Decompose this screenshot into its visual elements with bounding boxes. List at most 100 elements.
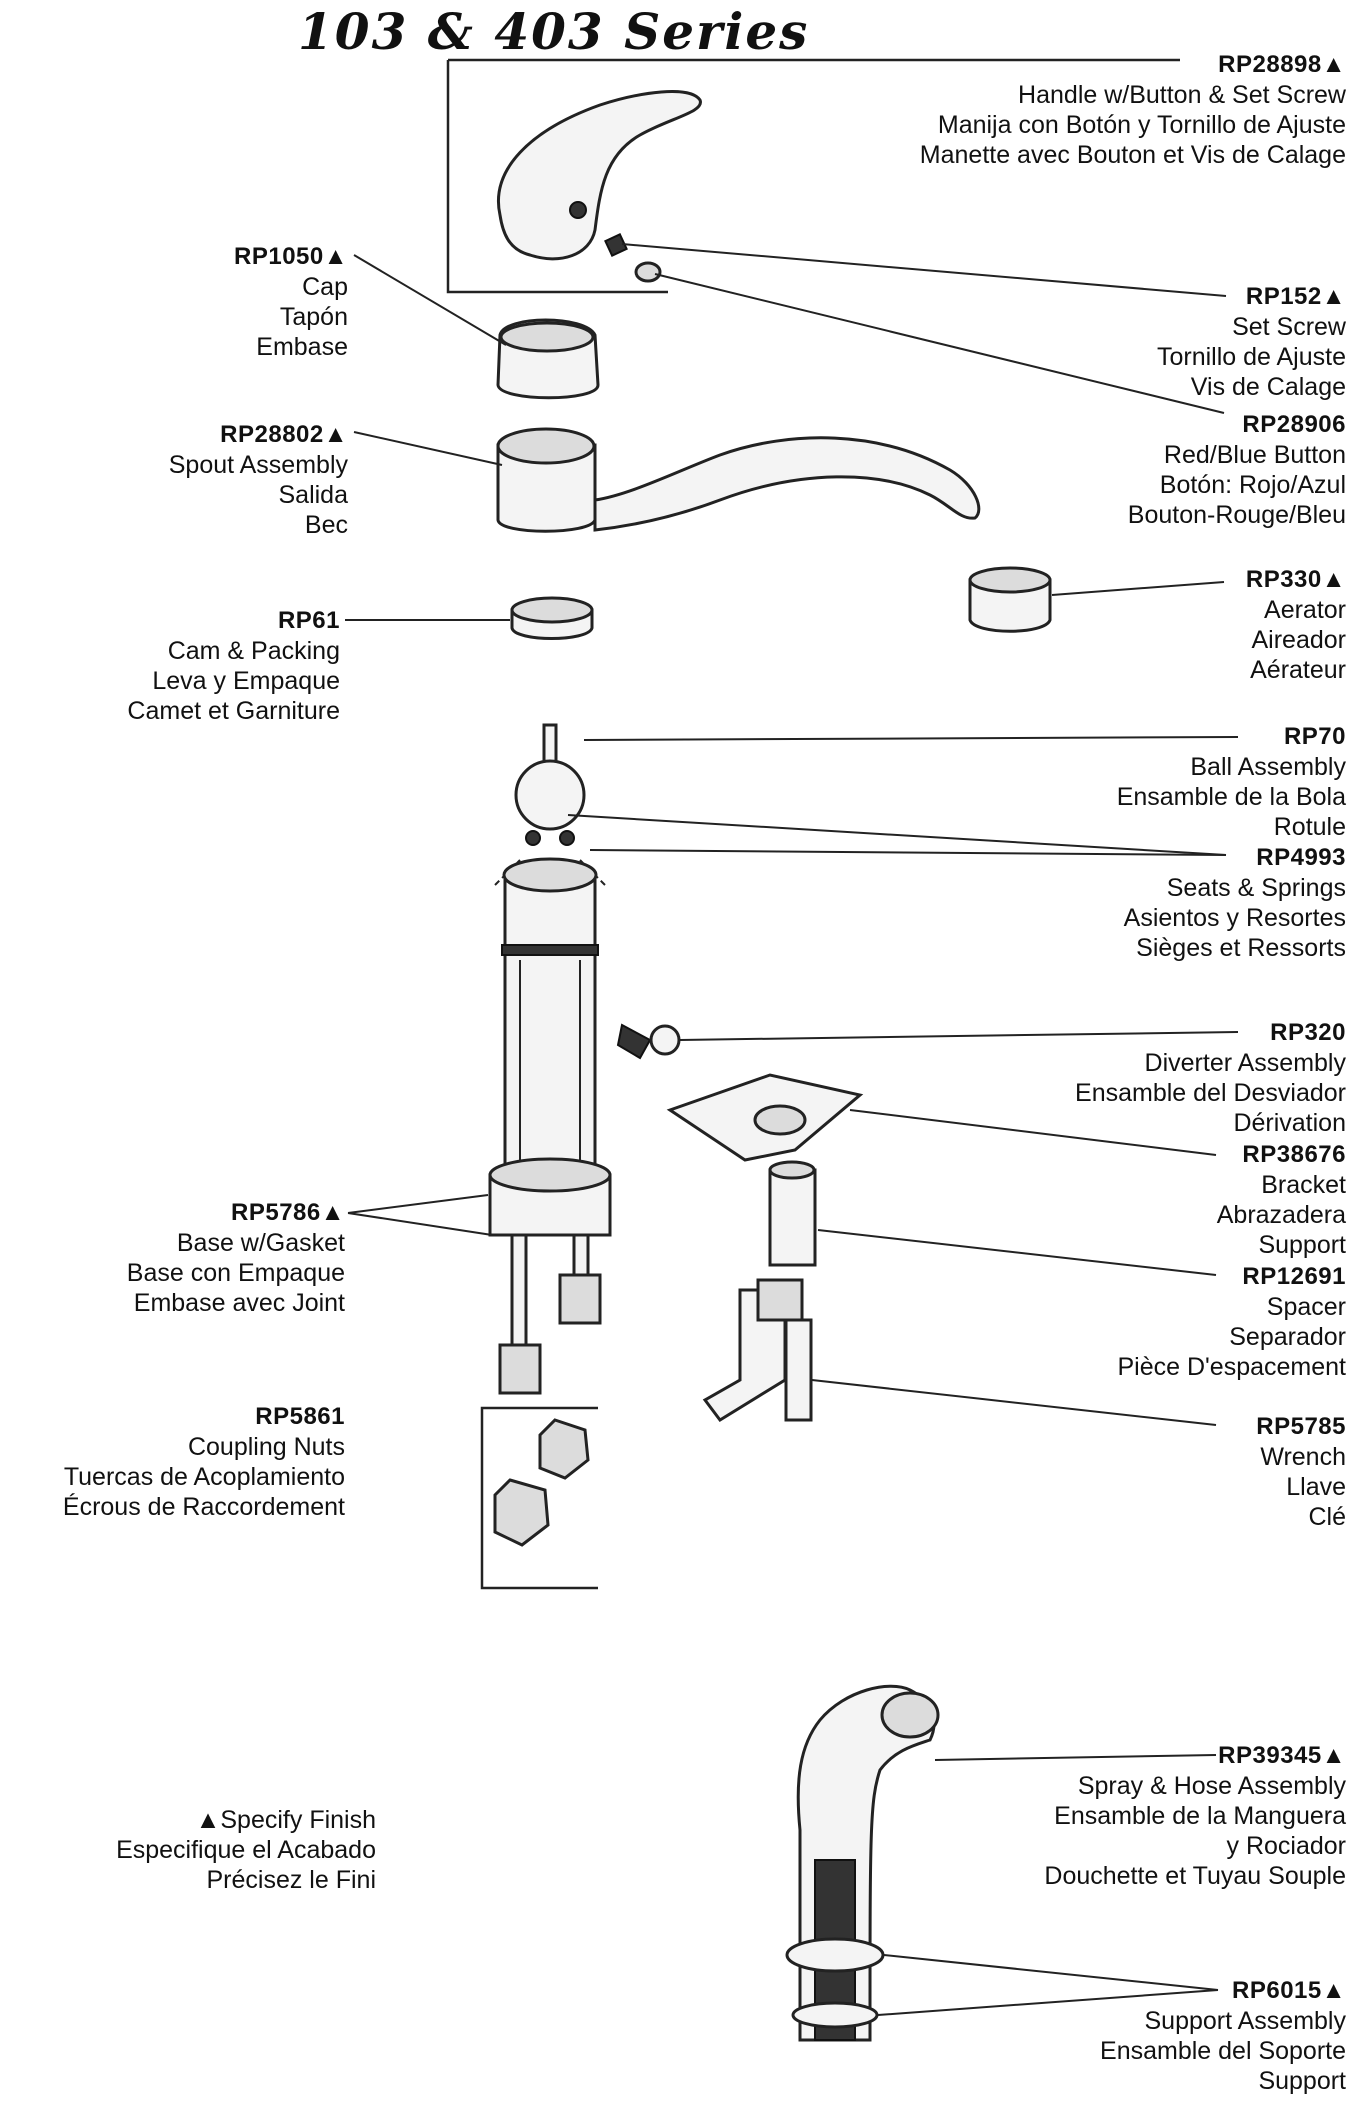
part-desc: Aireador xyxy=(1251,626,1347,654)
lead-rp5786-b xyxy=(347,1212,493,1236)
callout-rp1050: RP1050▲ Cap Tapón Embase xyxy=(234,242,348,362)
page-title: 103 & 403 Series xyxy=(298,2,810,61)
seat-right xyxy=(559,830,575,846)
tube-fitting-right xyxy=(558,1273,602,1325)
note-line: Précisez le Fini xyxy=(206,1866,377,1894)
part-desc: Seats & Springs xyxy=(1166,874,1346,902)
part-code: RP5785 xyxy=(1256,1413,1346,1440)
callout-rp28802: RP28802▲ Spout Assembly Salida Bec xyxy=(169,420,348,540)
part-desc: Botón: Rojo/Azul xyxy=(1159,471,1346,499)
part-code: RP12691 xyxy=(1242,1263,1346,1290)
part-desc: Ensamble del Soporte xyxy=(1100,2037,1346,2065)
part-desc: Leva y Empaque xyxy=(152,667,340,695)
part-desc: Separador xyxy=(1229,1323,1346,1351)
seat-left xyxy=(525,830,541,846)
note-line: Especifique el Acabado xyxy=(116,1836,376,1864)
tube-fitting-left xyxy=(498,1343,542,1395)
part-code: RP152▲ xyxy=(1245,283,1346,310)
coupling-nuts-box xyxy=(480,1406,598,1590)
part-desc: Cap xyxy=(302,273,348,301)
diverter-part xyxy=(616,1023,652,1060)
callout-rp5861: RP5861 Coupling Nuts Tuercas de Acoplami… xyxy=(63,1402,345,1522)
lead-rp6015-a xyxy=(883,1954,1219,1991)
callout-rp70: RP70 Ball Assembly Ensamble de la Bola R… xyxy=(1117,722,1346,842)
handle-box-frame xyxy=(446,60,668,294)
part-desc: Bracket xyxy=(1261,1171,1346,1199)
callout-rp6015: RP6015▲ Support Assembly Ensamble del So… xyxy=(1100,1976,1346,2096)
part-code: RP38676 xyxy=(1242,1141,1346,1168)
callout-rp320: RP320 Diverter Assembly Ensamble del Des… xyxy=(1075,1018,1346,1138)
part-code: RP70 xyxy=(1283,723,1346,750)
part-desc: Handle w/Button & Set Screw xyxy=(1018,81,1346,109)
part-desc: Support xyxy=(1258,1231,1346,1259)
part-desc: Ensamble de la Manguera xyxy=(1054,1802,1346,1830)
lead-rp5785 xyxy=(811,1379,1217,1426)
part-desc: Aerator xyxy=(1264,596,1346,624)
part-code: RP61 xyxy=(277,607,340,634)
part-desc: Bec xyxy=(304,511,348,539)
part-code: RP1050▲ xyxy=(234,243,348,270)
spray-nozzle xyxy=(880,1691,940,1739)
wrench-shaft xyxy=(784,1318,813,1422)
valve-top xyxy=(502,857,598,893)
seat-guides xyxy=(494,859,606,886)
spout-top xyxy=(496,427,596,465)
part-desc: Support Assembly xyxy=(1144,2007,1347,2035)
diverter-cap xyxy=(649,1024,681,1056)
part-desc: Manija con Botón y Tornillo de Ajuste xyxy=(937,111,1346,139)
part-code: RP4993 xyxy=(1256,844,1346,871)
callout-rp61: RP61 Cam & Packing Leva y Empaque Camet … xyxy=(127,606,340,726)
part-desc: Salida xyxy=(278,481,349,509)
part-desc: Aérateur xyxy=(1250,656,1346,684)
lead-rp38676 xyxy=(849,1109,1217,1156)
wrench-head xyxy=(756,1278,804,1322)
cap-top xyxy=(499,321,595,353)
callout-rp12691: RP12691 Spacer Separador Pièce D'espacem… xyxy=(1117,1262,1346,1382)
part-desc: Clé xyxy=(1308,1503,1346,1531)
part-desc: Wrench xyxy=(1260,1443,1346,1471)
part-desc: Support xyxy=(1258,2067,1346,2095)
button-part xyxy=(634,261,662,283)
body-ring xyxy=(501,944,599,956)
callout-rp39345: RP39345▲ Spray & Hose Assembly Ensamble … xyxy=(1044,1741,1346,1891)
part-desc: Ball Assembly xyxy=(1190,753,1346,781)
note-heading: ▲Specify Finish xyxy=(195,1806,376,1834)
part-desc: Set Screw xyxy=(1232,313,1346,341)
part-desc: Spout Assembly xyxy=(168,451,348,479)
part-desc: Spacer xyxy=(1266,1293,1346,1321)
callout-rp4993: RP4993 Seats & Springs Asientos y Resort… xyxy=(1124,843,1346,963)
part-desc: Base w/Gasket xyxy=(176,1229,345,1257)
part-desc: Coupling Nuts xyxy=(187,1433,345,1461)
lead-rp152 xyxy=(621,243,1227,297)
coupling-nut-1 xyxy=(538,1418,590,1480)
support-nut xyxy=(791,2001,879,2029)
part-code: RP5861 xyxy=(255,1403,345,1430)
coupling-nut-2 xyxy=(493,1478,550,1547)
lead-rp28802 xyxy=(353,431,503,466)
part-desc: Red/Blue Button xyxy=(1163,441,1346,469)
part-desc: Écrous de Raccordement xyxy=(62,1493,345,1521)
part-desc: Tornillo de Ajuste xyxy=(1156,343,1346,371)
part-desc: Ensamble del Desviador xyxy=(1075,1079,1346,1107)
part-desc: Ensamble de la Bola xyxy=(1116,783,1346,811)
lead-rp4993-a xyxy=(567,814,1227,856)
part-desc: Dérivation xyxy=(1233,1109,1346,1137)
part-desc: Cam & Packing xyxy=(167,637,340,665)
ball-part xyxy=(514,759,586,831)
part-desc: Embase avec Joint xyxy=(133,1289,345,1317)
part-code: RP330▲ xyxy=(1245,566,1346,593)
part-desc: Llave xyxy=(1286,1473,1346,1501)
lead-rp12691 xyxy=(817,1229,1217,1276)
part-desc: Pièce D'espacement xyxy=(1117,1353,1346,1381)
spacer-top xyxy=(768,1160,816,1180)
part-desc: Tuercas de Acoplamiento xyxy=(63,1463,345,1491)
part-desc: Manette avec Bouton et Vis de Calage xyxy=(919,141,1346,169)
part-desc: Tapón xyxy=(279,303,348,331)
lead-rp39345 xyxy=(934,1754,1217,1761)
part-code: RP6015▲ xyxy=(1232,1977,1346,2004)
callout-rp28906: RP28906 Red/Blue Button Botón: Rojo/Azul… xyxy=(1128,410,1346,530)
cam-top xyxy=(510,596,594,624)
part-desc: Abrazadera xyxy=(1216,1201,1346,1229)
valve-body xyxy=(503,873,597,1182)
callout-rp5786: RP5786▲ Base w/Gasket Base con Empaque E… xyxy=(127,1198,345,1318)
